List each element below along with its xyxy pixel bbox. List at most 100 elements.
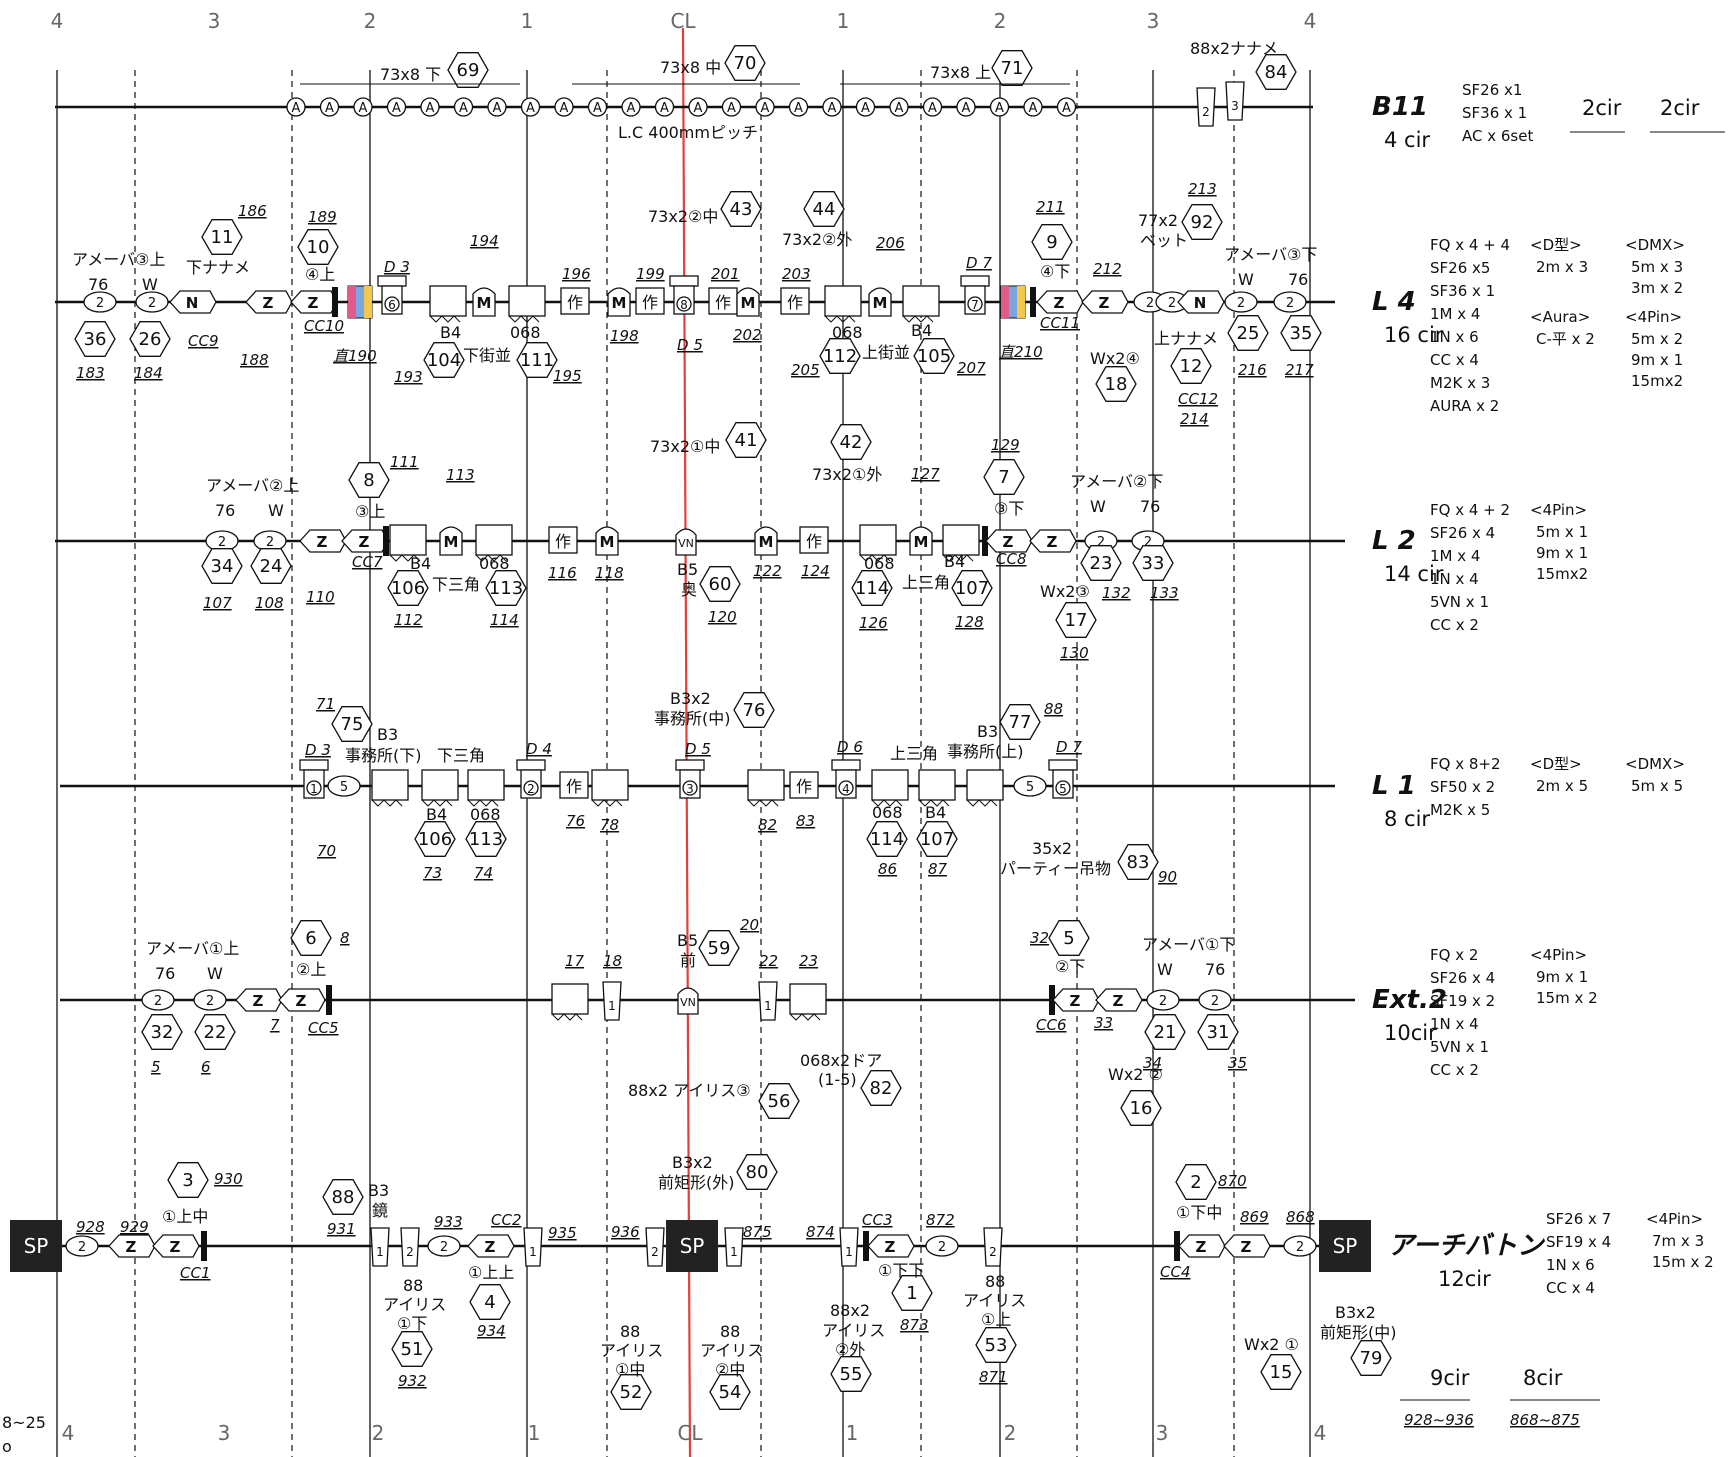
- dmx-fixture-top: [377, 275, 407, 287]
- fixture-label: ベット: [1140, 231, 1188, 250]
- fixture-label: 下三角: [432, 575, 480, 594]
- saku-fixture-letter: 作: [787, 293, 803, 312]
- circuit-hex-shape: [465, 821, 507, 857]
- spec-group-title: <D型>: [1530, 755, 1582, 773]
- channel-label: 186: [238, 202, 267, 220]
- ac-fixture-letter: A: [627, 101, 636, 116]
- iris-fixture-letter: 1: [376, 1245, 384, 1259]
- circuit-hex-shape: [916, 821, 958, 857]
- circuit-number: 80: [746, 1162, 769, 1183]
- spec-group-item: 15m x 2: [1652, 1253, 1714, 1271]
- circuit-number: 54: [719, 1382, 742, 1403]
- circuit-number: 111: [520, 350, 554, 371]
- circuit-hex-shape: [201, 548, 243, 584]
- cc-connector-icon: [201, 1231, 207, 1261]
- aura-band: [364, 286, 372, 318]
- fixture-label: アイリス: [700, 1341, 763, 1360]
- circuit-number: 75: [341, 714, 364, 735]
- fixture-label: アメーバ②下: [1070, 472, 1163, 491]
- dmx-fixture-number: 6: [388, 298, 396, 312]
- iris-fixture-icon: [1225, 81, 1245, 121]
- flood-fringe: [902, 315, 934, 323]
- circuit-hex: 105: [913, 338, 955, 374]
- circuit-number: 10: [307, 237, 330, 258]
- circuit-hex-shape: [819, 338, 861, 374]
- circuit-hex-shape: [1048, 920, 1090, 956]
- channel-label: 直210: [999, 343, 1043, 361]
- flood-fixture-icon: [421, 769, 459, 801]
- channel-label: 112: [394, 611, 423, 629]
- flood-fixture-icon: [475, 524, 513, 556]
- spec-group-item: 5m x 5: [1631, 777, 1683, 795]
- cir-note: 2cir: [1660, 96, 1700, 120]
- channel-label: D 3: [305, 741, 331, 759]
- circuit-hex: 2: [1175, 1164, 1217, 1200]
- circuit-count: 14 cir: [1384, 562, 1444, 586]
- channel-label: 206: [876, 234, 905, 252]
- profile-fixture-icon: [1095, 988, 1143, 1012]
- channel-label: 129: [991, 436, 1020, 454]
- iris-fixture-icon: [523, 1227, 543, 1267]
- fixture-label: B4: [440, 323, 461, 342]
- spec-line: SF26 x 7: [1546, 1210, 1611, 1228]
- channel-label: 5: [151, 1058, 161, 1076]
- fixture-label: 下街並: [463, 346, 511, 365]
- cc-connector-icon: [383, 526, 389, 556]
- moving-light-icon: [472, 287, 496, 317]
- par-fixture-letter: 2: [218, 535, 226, 550]
- iris-fixture-letter: 1: [529, 1245, 537, 1259]
- circuit-hex-shape: [851, 570, 893, 606]
- circuit-hex: 7: [983, 459, 1025, 495]
- ac-fixture-icon: [721, 97, 742, 117]
- batten-name: L 1: [1372, 771, 1416, 801]
- par-fixture-letter: 2: [938, 1240, 946, 1255]
- par-fixture-letter: 2: [1296, 1240, 1304, 1255]
- fixture-label: B3x2: [670, 689, 711, 708]
- circuit-hex: 41: [725, 422, 767, 458]
- spec-line: CC x 2: [1430, 1061, 1479, 1079]
- ac-fixture-icon: [755, 97, 775, 117]
- channel-label: 868: [1286, 1208, 1315, 1226]
- fixture-label: 下三角: [437, 746, 485, 765]
- iris-fixture-letter: 2: [651, 1245, 659, 1259]
- moving-light-letter: M: [444, 533, 459, 551]
- circuit-hex: 83: [1117, 844, 1159, 880]
- circuit-hex: 23: [1080, 545, 1122, 581]
- circuit-hex: 69: [447, 52, 489, 88]
- fixture-label: 76: [155, 964, 175, 983]
- channel-label: 934: [477, 1322, 506, 1340]
- bottom-cir-text: 928~936: [1404, 1411, 1474, 1429]
- par-fixture-letter: 2: [1144, 535, 1152, 550]
- cc-connector-icon: [1030, 287, 1036, 317]
- fixture-label: 88x2ナナメ: [1190, 39, 1278, 58]
- flood-fringe: [475, 554, 507, 562]
- channel-label: CC7: [352, 553, 383, 571]
- channel-label: 88: [1044, 700, 1063, 718]
- par-fixture-icon: [327, 775, 361, 797]
- fixture-label: ①上上: [468, 1263, 514, 1282]
- circuit-number: 36: [84, 329, 107, 350]
- circuit-hex: 32: [141, 1014, 183, 1050]
- profile-fixture-letter: Z: [1054, 294, 1065, 312]
- dmx-fixture-top: [831, 759, 861, 771]
- circuit-hex: 54: [709, 1374, 751, 1410]
- ac-fixture-icon: [286, 97, 306, 117]
- fixture-label: 068x2ドア: [800, 1051, 882, 1070]
- channel-label: 869: [1240, 1208, 1269, 1226]
- fixture-label: ③上: [355, 502, 385, 521]
- ac-fixture-letter: A: [727, 101, 736, 116]
- dmx-fixture-top: [1048, 759, 1078, 771]
- circuit-hex-shape: [322, 1179, 364, 1215]
- flood-fringe: [467, 799, 499, 807]
- profile-fixture-letter: Z: [296, 992, 307, 1010]
- profile-fixture-icon: [467, 1234, 515, 1258]
- profile-fixture-letter: Z: [1113, 992, 1124, 1010]
- moving-light-letter: M: [914, 533, 929, 551]
- circuit-number: 53: [985, 1335, 1008, 1356]
- profile-fixture-letter: Z: [485, 1238, 496, 1256]
- spec-line: 5VN x 1: [1430, 593, 1489, 611]
- circuit-hex: 56: [758, 1083, 800, 1119]
- spec-line: SF19 x 4: [1546, 1233, 1611, 1251]
- fixture-label: 88: [985, 1272, 1005, 1291]
- cir-note: 2cir: [1582, 96, 1622, 120]
